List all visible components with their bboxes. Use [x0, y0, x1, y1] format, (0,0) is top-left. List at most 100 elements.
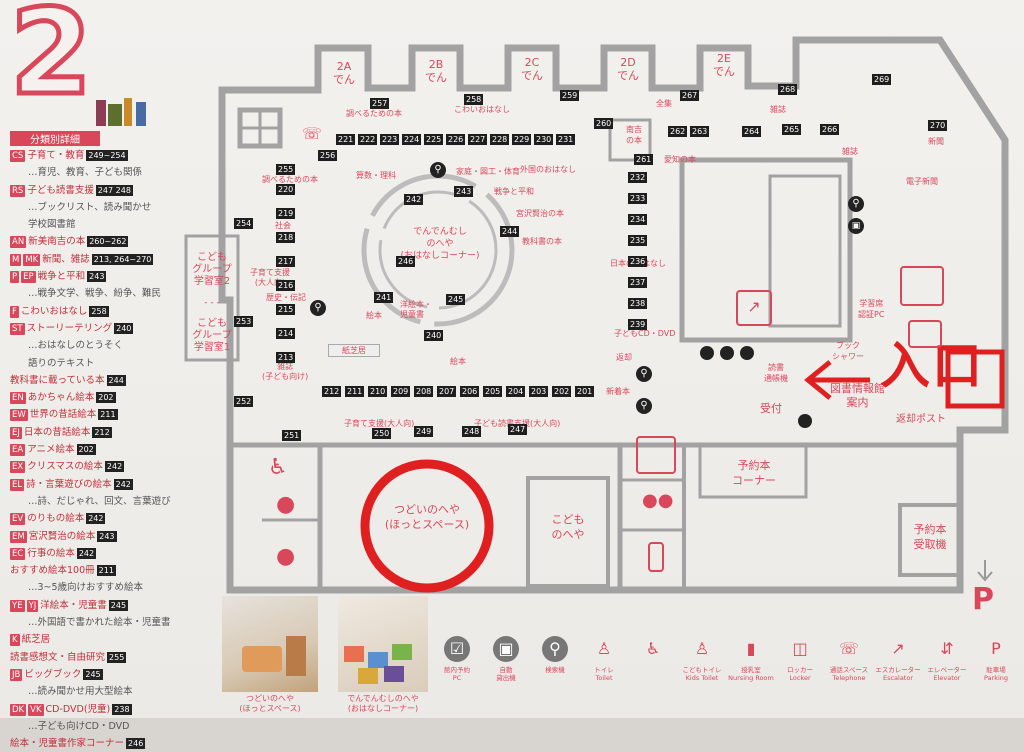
- legend-code: EW: [10, 409, 28, 422]
- photo-tsudoi-caption: つどいのへや (ほっとスペース): [239, 694, 301, 713]
- legend-sub-text: …読み聞かせ用大型絵本: [28, 686, 133, 698]
- kids-toilet-icon: ●●: [642, 490, 674, 511]
- icon-legend-label: 授乳室 Nursing Room: [728, 666, 774, 682]
- phone-icon: ☏: [838, 639, 859, 658]
- phone-icon: ☏: [302, 124, 323, 143]
- label-kodomo-dokusho: 子ども読書支援(大人向): [474, 418, 560, 429]
- floor-plan: [184, 36, 1009, 594]
- icon-legend-label: 検索機: [545, 666, 565, 674]
- search-icon: ⚲: [310, 300, 326, 316]
- label-kyoukasho: 教科書の本: [522, 237, 562, 246]
- elevator-icon: [900, 266, 944, 306]
- photo-denden-caption: でんでんむしのへや (おはなしコーナー): [347, 694, 419, 713]
- legend-label: 行事の絵本: [27, 547, 75, 559]
- shelf-number: 220: [276, 184, 296, 195]
- label-sansu: 算数・理科: [356, 171, 396, 180]
- shelf-number: 232: [628, 172, 648, 183]
- legend-sub-text: …3~5歳向けおすすめ絵本: [28, 582, 144, 594]
- shelf-number: 253: [234, 316, 254, 327]
- shelf-number: 258: [464, 94, 484, 105]
- legend-sub-text: 学校図書館: [28, 219, 76, 231]
- legend-code: EV: [10, 513, 26, 526]
- icon-legend-label: エレベーター Elevator: [927, 666, 967, 682]
- shelf-number: 230: [534, 134, 554, 145]
- legend-row: …3~5歳向けおすすめ絵本: [10, 579, 200, 596]
- legend-code: YE: [10, 599, 25, 612]
- legend-label: 洋絵本・児童書: [40, 599, 107, 611]
- shelf-number: 225: [424, 134, 444, 145]
- alcove-2c: 2C でん: [521, 56, 543, 82]
- room-study-2: こども グループ 学習室2: [192, 252, 232, 287]
- shelf-number: 242: [404, 194, 424, 205]
- book-icon: ▣: [493, 636, 519, 662]
- legend-label: 読書感想文・自由研究: [10, 651, 106, 663]
- shelf-number: 222: [358, 134, 378, 145]
- shelf-number: 240: [424, 330, 444, 341]
- label-joho: 図書情報館 案内: [830, 382, 885, 409]
- legend-shelf-numbers: 242: [104, 461, 125, 473]
- legend-label: 詩・言葉遊びの絵本: [26, 478, 112, 490]
- legend-shelf-numbers: 242: [76, 547, 97, 559]
- shelf-number: 246: [396, 256, 416, 267]
- label-sensou: 戦争と平和: [494, 187, 534, 196]
- entrance-arrow: [804, 360, 870, 400]
- shelf-number: 204: [506, 386, 526, 397]
- books-icon: [92, 96, 162, 126]
- legend-shelf-numbers: 255: [107, 651, 127, 663]
- kamishibai-label: 紙芝居: [328, 344, 380, 357]
- legend-sub-text: …詩、だじゃれ、回文、言葉遊び: [28, 495, 171, 507]
- alcove-2b: 2B でん: [425, 58, 447, 84]
- legend-shelf-numbers: 243: [97, 530, 117, 542]
- legend-label: 宮沢賢治の絵本: [28, 530, 96, 542]
- icon-legend-label: エスカレーター Escalator: [875, 666, 921, 682]
- parking-icon: P: [972, 582, 994, 617]
- shelf-number: 226: [446, 134, 466, 145]
- shelf-number: 235: [628, 235, 648, 246]
- escalator-icon: ↗: [891, 639, 905, 658]
- label-ehon: 絵本: [366, 311, 382, 320]
- photo-denden: [338, 596, 428, 692]
- shelf-number: 228: [490, 134, 510, 145]
- shelf-number: 248: [462, 426, 482, 437]
- legend-shelf-numbers: 211: [98, 409, 118, 421]
- bottle-icon: ▮: [746, 639, 756, 658]
- legend-code: EL: [10, 478, 25, 491]
- legend-label: 新聞、雑誌: [42, 253, 90, 265]
- icon-legend-label: 駐車場 Parking: [983, 666, 1009, 682]
- legend-code: ST: [10, 322, 25, 335]
- legend-code: VK: [28, 703, 44, 716]
- legend-code: MK: [23, 253, 41, 266]
- photo-tsudoi: [222, 596, 318, 692]
- label-cddvd: 子どもCD・DVD: [614, 329, 676, 338]
- shelf-number: 255: [276, 164, 296, 175]
- label-denshi: 電子新聞: [906, 177, 938, 186]
- shelf-number: 243: [454, 186, 474, 197]
- label-miyazawa: 宮沢賢治の本: [516, 209, 564, 218]
- legend-shelf-numbers: 245: [108, 599, 129, 611]
- legend-sub-text: …外国語で書かれた絵本・児童書: [28, 617, 171, 629]
- shelf-number: 249: [414, 426, 434, 437]
- kids-toilet-icon: ♙: [694, 639, 710, 658]
- shelf-number: 214: [276, 328, 296, 339]
- shelf-number: 251: [282, 430, 302, 441]
- legend-sub-text: …戦争文学、戦争、紛争、難民: [28, 288, 162, 300]
- locker-icon: [908, 320, 942, 348]
- locker-icon: ◫: [792, 639, 808, 658]
- shelf-number: 234: [628, 214, 648, 225]
- label-zasshi-2: 雑誌: [842, 147, 858, 156]
- floor-number: 2: [7, 0, 94, 121]
- legend-label: あかちゃん絵本: [27, 392, 95, 404]
- bottle-icon: [648, 542, 664, 572]
